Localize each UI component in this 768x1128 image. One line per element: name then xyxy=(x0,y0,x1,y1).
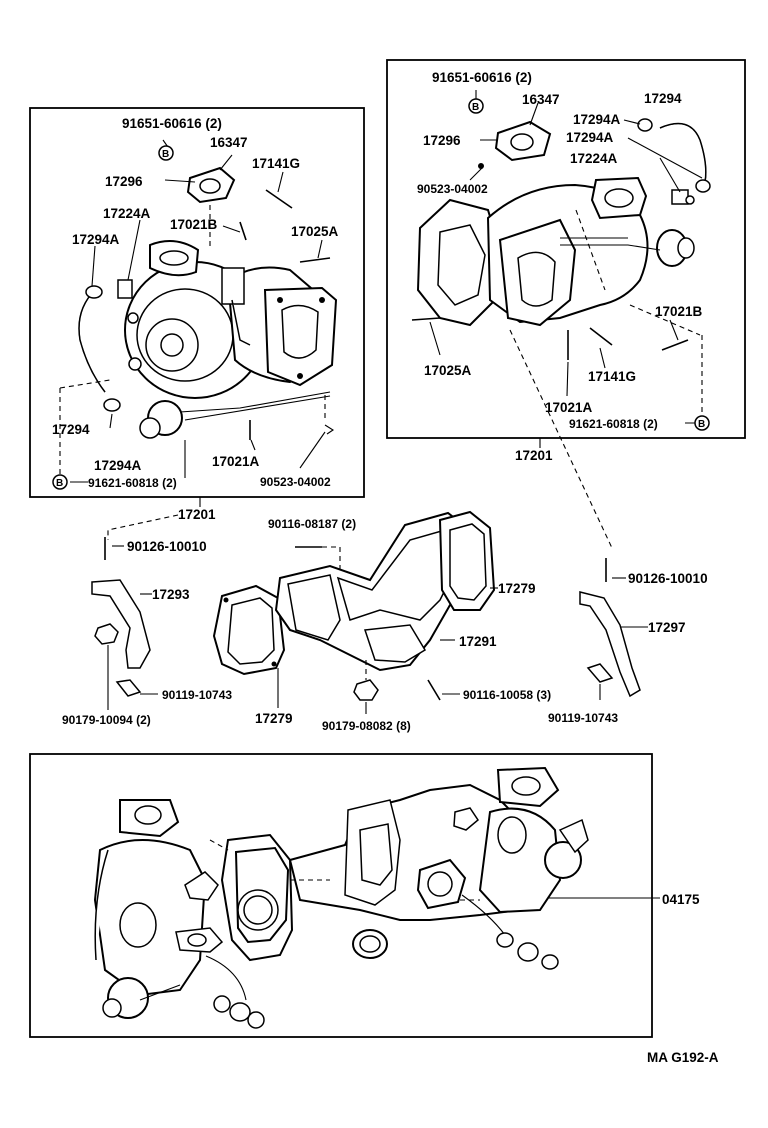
label-17296-right: 17296 xyxy=(423,133,461,148)
marker-b-left-top: B xyxy=(158,145,174,161)
label-17025A-right: 17025A xyxy=(424,363,472,378)
right-turbo-box xyxy=(386,59,746,439)
label-91621-left: 91621-60818 (2) xyxy=(88,476,177,490)
label-17021A-left: 17021A xyxy=(212,454,260,469)
right-turbocharger-drawing xyxy=(411,90,711,424)
label-17291: 17291 xyxy=(459,634,497,649)
label-17141G-left: 17141G xyxy=(252,156,300,171)
label-17025A-left: 17025A xyxy=(291,224,339,239)
marker-b-right-bottom-text: B xyxy=(698,419,705,430)
label-17224A-right: 17224A xyxy=(570,151,618,166)
label-90119-left: 90119-10743 xyxy=(162,688,232,702)
marker-b-right-top-text: B xyxy=(472,102,479,113)
label-04175: 04175 xyxy=(662,892,700,907)
assembly-drawing xyxy=(93,766,589,1029)
assembly-box xyxy=(29,753,653,1038)
label-17141G-right: 17141G xyxy=(588,369,636,384)
label-17294A-right-b: 17294A xyxy=(566,130,614,145)
label-17201-right: 17201 xyxy=(515,448,553,463)
label-90126-left: 90126-10010 xyxy=(127,539,207,554)
label-90179-10094: 90179-10094 (2) xyxy=(62,713,151,727)
label-17294A-left-bottom: 17294A xyxy=(94,458,142,473)
label-17021A-right: 17021A xyxy=(545,400,593,415)
label-17294-left: 17294 xyxy=(52,422,90,437)
label-91621-right: 91621-60818 (2) xyxy=(569,417,658,431)
marker-b-left-top-text: B xyxy=(162,149,169,160)
label-90116-08187: 90116-08187 (2) xyxy=(268,517,356,531)
bolt-90119-left xyxy=(115,679,142,697)
nut-90179-10094 xyxy=(94,623,119,645)
bracket-17293 xyxy=(91,579,151,669)
right-turbo-group: 91651-60616 (2) B 16347 17294A 17294 172… xyxy=(386,59,746,549)
assembly-group: 04175 xyxy=(29,753,700,1038)
bracket-17297 xyxy=(579,591,641,698)
left-turbo-box xyxy=(29,107,365,498)
nut-90179-08082 xyxy=(353,679,379,701)
label-90523-right: 90523-04002 xyxy=(417,182,488,196)
label-17297: 17297 xyxy=(648,620,686,635)
marker-b-right-top: B xyxy=(468,98,484,114)
marker-b-left-bottom-text: B xyxy=(56,478,63,489)
marker-b-right-bottom: B xyxy=(694,415,710,431)
bolt-90119-right xyxy=(586,663,614,683)
label-17293: 17293 xyxy=(152,587,190,602)
middle-parts-group: 90126-10010 17293 90179-10094 (2) 90119-… xyxy=(62,510,708,733)
label-17021B-right: 17021B xyxy=(655,304,703,319)
label-90119-right: 90119-10743 xyxy=(548,711,618,725)
stud-90116-10058 xyxy=(427,679,441,701)
label-17279-left: 17279 xyxy=(255,711,293,726)
label-91651-left: 91651-60616 (2) xyxy=(122,116,222,131)
label-91651-right: 91651-60616 (2) xyxy=(432,70,532,85)
left-turbo-group: 91651-60616 (2) B 16347 17296 17141G 172… xyxy=(29,107,365,540)
label-17294-right: 17294 xyxy=(644,91,682,106)
label-16347-left: 16347 xyxy=(210,135,248,150)
label-17021B-left: 17021B xyxy=(170,217,218,232)
label-17224A-left: 17224A xyxy=(103,206,151,221)
footer-code: MA G192-A xyxy=(647,1050,719,1065)
left-turbocharger-drawing xyxy=(59,139,338,483)
label-17279-right: 17279 xyxy=(498,581,536,596)
marker-b-left-bottom: B xyxy=(52,474,68,490)
label-17294A-right-a: 17294A xyxy=(573,112,621,127)
label-16347-right: 16347 xyxy=(522,92,560,107)
label-90523-left: 90523-04002 xyxy=(260,475,331,489)
label-90116-10058: 90116-10058 (3) xyxy=(463,688,551,702)
label-17201-left: 17201 xyxy=(178,507,216,522)
label-17294A-left-top: 17294A xyxy=(72,232,120,247)
label-90179-08082: 90179-08082 (8) xyxy=(322,719,411,733)
label-17296-left: 17296 xyxy=(105,174,143,189)
label-90126-right: 90126-10010 xyxy=(628,571,708,586)
